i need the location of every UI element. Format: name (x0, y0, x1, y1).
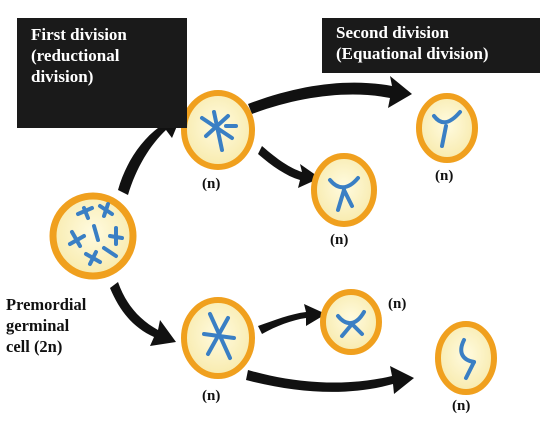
top-lower-cell (311, 153, 377, 227)
second-division-line-1: Second division (336, 23, 449, 42)
bottom-upper-right-cell (320, 289, 382, 355)
first-division-label: First division (reductional division) (17, 18, 187, 128)
germinal-label-line-1: Premordial (6, 295, 87, 314)
second-division-label: Second division (Equational division) (322, 18, 540, 73)
germinal-cell (49, 192, 137, 280)
germinal-label-line-2: germinal (6, 316, 70, 335)
arrow-to-top-lower-cell (258, 146, 320, 188)
first-division-line-1: First division (31, 25, 127, 44)
arrow-to-top-right-cell (248, 76, 412, 114)
germinal-chromosomes (68, 202, 124, 266)
ploidy-label-top-left: (n) (202, 176, 221, 192)
top-right-cell (416, 93, 478, 163)
ploidy-label-bottom-left: (n) (202, 388, 221, 404)
bottom-left-cell (181, 297, 255, 379)
top-left-cell (181, 90, 255, 170)
ploidy-label-bottom-lower-right: (n) (452, 398, 471, 414)
first-division-line-2: (reductional (31, 46, 120, 65)
arrow-to-bottom-upper-right-cell (258, 304, 326, 334)
first-division-line-3: division) (31, 67, 94, 86)
ploidy-label-bottom-upper-right: (n) (388, 296, 407, 312)
bottom-lower-right-cell (435, 321, 497, 395)
second-division-line-2: (Equational division) (336, 44, 489, 63)
arrow-to-bottom-lower-right-cell (246, 366, 414, 394)
arrow-to-bottom-left-cell (110, 282, 176, 346)
ploidy-label-top-lower: (n) (330, 232, 349, 248)
arrow-to-top-left-cell (118, 114, 182, 195)
ploidy-label-top-right: (n) (435, 168, 454, 184)
germinal-cell-label: Premordial germinal cell (2n) (6, 294, 86, 357)
germinal-label-line-3: cell (2n) (6, 337, 63, 356)
